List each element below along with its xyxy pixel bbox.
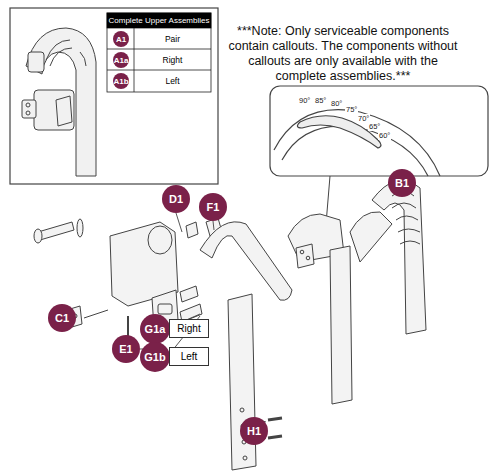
angle-label: 65° [368,122,381,131]
table-cell: Left [169,347,209,366]
callout-number: F1 [199,193,227,221]
angle-label: 85° [314,96,327,105]
complete-assembly [22,28,96,176]
callout-number: C1 [48,304,76,332]
exploded-assembly [34,218,292,470]
angle-label: 60° [378,131,391,140]
detail-frame [270,86,488,176]
inset-frame [10,8,218,184]
callout-number: A1b [113,73,129,89]
table-cell: Right [134,49,211,70]
callout-number: D1 [162,185,190,213]
callout-number: B1 [388,169,416,197]
callout-number: A1a [113,52,129,68]
angle-label: 90° [298,96,311,105]
callout-number: E1 [112,335,140,363]
table-header: Complete Upper Assemblies [107,13,211,28]
table-cell: Left [134,70,211,92]
table-cell: Right [169,319,209,338]
note-text: ***Note: Only serviceable components con… [222,24,464,84]
callout-number: G1b [140,342,170,372]
table-cell: Pair [134,28,211,49]
callout-number: A1 [113,31,129,47]
angle-slot-detail [274,110,440,176]
assembly-table [107,13,211,92]
assembled-handle [288,180,426,404]
callout-number: H1 [240,417,268,445]
callout-number: G1a [140,314,170,344]
leader-lines [62,169,404,444]
angle-label: 75° [345,105,358,114]
angle-label: 80° [330,99,343,108]
